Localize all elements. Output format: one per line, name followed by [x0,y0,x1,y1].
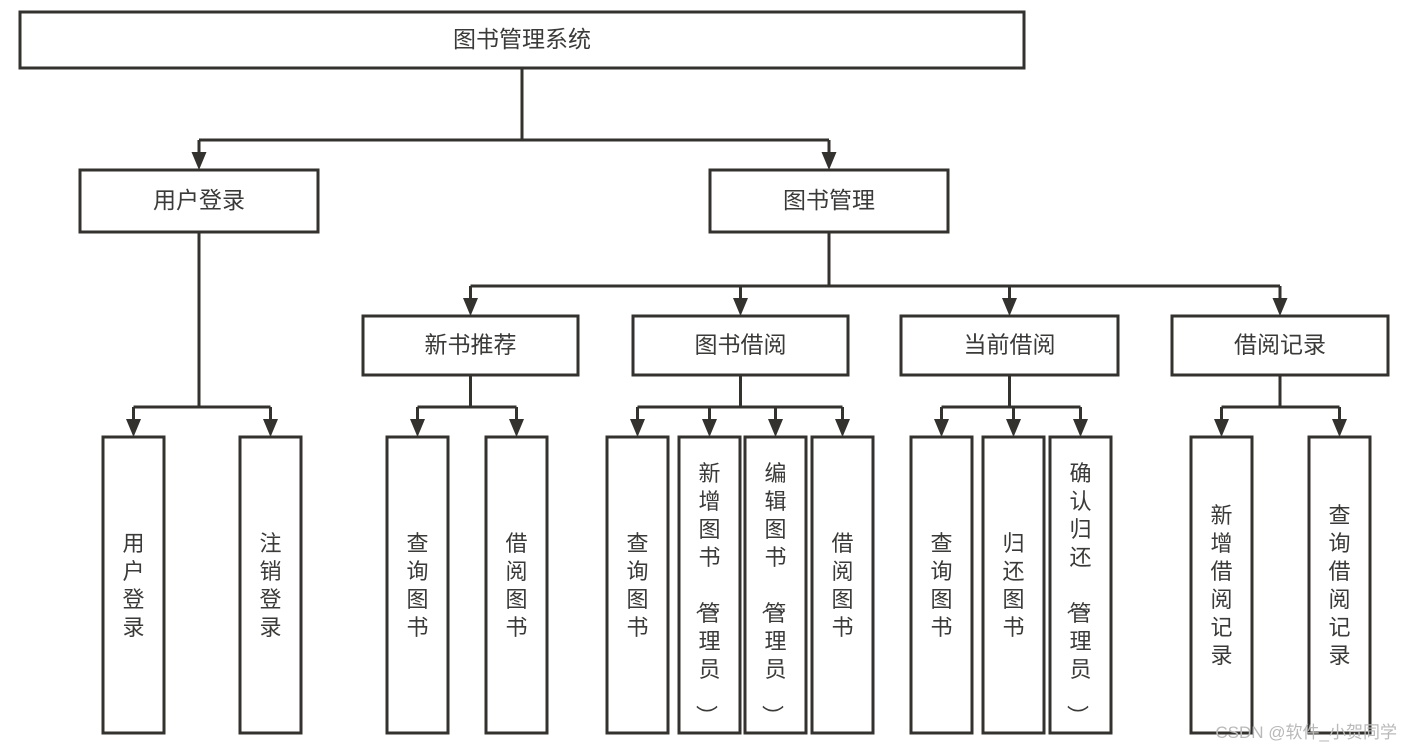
level2-node-user-login[interactable]: 用户登录 [78,168,320,234]
leaf-node-leaf-return-book[interactable]: 归还图书 [981,435,1046,735]
node-label: 查询图书 [930,531,952,640]
leaf-node-leaf-logout[interactable]: 注销登录 [238,435,303,735]
arrow-head-icon [768,419,783,437]
node-box[interactable] [899,314,1120,377]
node-label: 注销登录 [259,531,281,640]
nodes-layer: 图书管理系统用户登录图书管理新书推荐图书借阅当前借阅借阅记录用户登录注销登录查询… [18,10,1390,735]
node-box[interactable] [361,314,580,377]
node-label: 图书借阅 [695,332,787,358]
arrow-head-icon [630,419,645,437]
level3-node-current-borrow[interactable]: 当前借阅 [899,314,1120,377]
node-box[interactable] [385,435,450,735]
node-label: 新增借阅记录 [1210,503,1232,668]
root-node-root[interactable]: 图书管理系统 [18,10,1026,70]
node-box[interactable] [1307,435,1372,735]
node-box[interactable] [1048,435,1113,735]
connector-group-root [191,68,837,170]
leaf-node-leaf-user-login[interactable]: 用户登录 [101,435,166,735]
connector-group-current-borrow [934,375,1088,437]
node-box[interactable] [238,435,303,735]
leaf-node-leaf-add-record[interactable]: 新增借阅记录 [1189,435,1254,735]
node-box[interactable] [1189,435,1254,735]
node-box[interactable] [981,435,1046,735]
node-label: 用户登录 [153,187,245,213]
arrow-head-icon [410,419,425,437]
node-box[interactable] [101,435,166,735]
arrow-head-icon [1006,419,1021,437]
node-label: 新增图书（管理员） [693,461,720,727]
node-box[interactable] [78,168,320,234]
node-label: 编辑图书（管理员） [759,461,786,727]
arrow-head-icon [1272,298,1288,316]
arrow-head-icon [821,152,837,170]
arrow-head-icon [835,419,850,437]
connector-group-borrow-record [1214,375,1347,437]
arrow-head-icon [1002,298,1017,316]
node-label: 当前借阅 [964,332,1056,358]
connector-group-book-borrow [630,375,850,437]
node-box[interactable] [708,168,950,234]
arrow-head-icon [191,152,207,170]
arrow-head-icon [126,419,141,437]
arrow-head-icon [733,298,748,316]
node-label: 借阅图书 [831,531,853,640]
node-label: 确认归还（管理员） [1064,461,1091,727]
node-box[interactable] [677,435,742,735]
node-label: 借阅记录 [1234,332,1326,358]
leaf-node-leaf-query-book-1[interactable]: 查询图书 [385,435,450,735]
arrow-head-icon [702,419,717,437]
node-box[interactable] [605,435,670,735]
level3-node-new-book-recommend[interactable]: 新书推荐 [361,314,580,377]
node-box[interactable] [18,10,1026,70]
arrow-head-icon [1073,419,1088,437]
level2-node-book-manage[interactable]: 图书管理 [708,168,950,234]
node-label: 借阅图书 [505,531,527,640]
leaf-node-leaf-query-record[interactable]: 查询借阅记录 [1307,435,1372,735]
leaf-node-leaf-borrow-book-1[interactable]: 借阅图书 [484,435,549,735]
node-box[interactable] [484,435,549,735]
node-label: 查询借阅记录 [1328,503,1350,668]
node-box[interactable] [631,314,850,377]
node-label: 查询图书 [406,531,428,640]
arrow-head-icon [1214,419,1229,437]
node-label: 归还图书 [1002,531,1024,640]
connector-group-new-book-recommend [410,375,524,437]
leaf-node-leaf-query-book-2[interactable]: 查询图书 [605,435,670,735]
node-label: 图书管理系统 [453,26,591,52]
connector-group-user-login [126,232,278,437]
arrow-head-icon [463,298,478,316]
level3-node-book-borrow[interactable]: 图书借阅 [631,314,850,377]
node-label: 查询图书 [626,531,648,640]
arrow-head-icon [934,419,949,437]
connectors-layer [126,68,1347,437]
arrow-head-icon [1332,419,1347,437]
node-label: 用户登录 [122,531,144,640]
leaf-node-leaf-query-book-3[interactable]: 查询图书 [909,435,974,735]
node-box[interactable] [743,435,808,735]
node-box[interactable] [810,435,875,735]
level3-node-borrow-record[interactable]: 借阅记录 [1170,314,1390,377]
connector-group-book-manage [463,232,1288,316]
node-box[interactable] [1170,314,1390,377]
node-label: 新书推荐 [425,332,517,358]
node-box[interactable] [909,435,974,735]
leaf-node-leaf-borrow-book-2[interactable]: 借阅图书 [810,435,875,735]
node-label: 图书管理 [783,187,875,213]
leaf-node-leaf-edit-book[interactable]: 编辑图书（管理员） [743,435,808,735]
leaf-node-leaf-confirm-return[interactable]: 确认归还（管理员） [1048,435,1113,735]
arrow-head-icon [263,419,278,437]
arrow-head-icon [509,419,524,437]
leaf-node-leaf-add-book[interactable]: 新增图书（管理员） [677,435,742,735]
